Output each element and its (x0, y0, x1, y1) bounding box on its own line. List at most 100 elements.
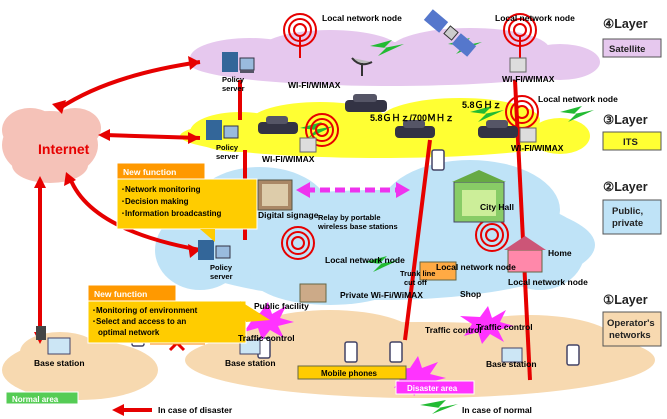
disaster-area-label: Disaster area (407, 384, 458, 393)
legend-normal-label: In case of normal (462, 405, 532, 415)
relay-l2: wireless base stations (317, 222, 398, 231)
policy-server-4-l2: server (222, 84, 245, 93)
wifi-label-its-left: WI-FI/WIMAX (262, 154, 315, 164)
internet-cloud (2, 108, 101, 183)
digital-signage-label: Digital signage (258, 210, 319, 220)
legend-disaster-label: In case of disaster (158, 405, 233, 415)
arrow-internet-its (104, 133, 201, 140)
local-node-label-2: Local network node (495, 13, 575, 23)
freq-label-1: 5.8ＧＨｚ (462, 100, 502, 110)
city-hall-label: City Hall (480, 202, 514, 212)
callout-1-item-2: ･Decision making (121, 197, 189, 206)
layer-3-number: ③Layer (603, 113, 648, 127)
base-station-label-2: Base station (225, 358, 276, 368)
dish-icon (351, 57, 373, 76)
wifi-label-satellite-right: WI-FI/WIMAX (502, 74, 555, 84)
normal-area-bar (5, 391, 79, 405)
traffic-control-label-1: Traffic control (238, 333, 295, 343)
legend-normal-bolt (420, 400, 458, 414)
policy-server-icon-4 (222, 52, 255, 73)
traffic-control-label-2: Traffic control (425, 325, 482, 335)
server-icons (198, 52, 537, 260)
mobile-phones-bar (297, 365, 407, 380)
legend-disaster-head (112, 404, 124, 416)
wifi-label-satellite: WI-FI/WIMAX (288, 80, 341, 90)
car-icons (258, 94, 518, 138)
callout-box-2 (87, 300, 247, 344)
layer-4-name: Satellite (609, 44, 645, 55)
callout-2-item-1: ･Monitoring of environment (92, 306, 198, 315)
callout-2-item-2: ･Select and access to an (92, 317, 186, 326)
base-station-label-1: Base station (34, 358, 85, 368)
normal-area-label: Normal area (12, 395, 59, 404)
traffic-control-label-3: Traffic control (476, 322, 533, 332)
mobile-phones-label: Mobile phones (321, 369, 378, 378)
car-icon-3 (395, 120, 435, 138)
policy-server-icon-2 (198, 240, 231, 260)
car-icon-4 (478, 120, 518, 138)
policy-server-3-l2: server (216, 152, 239, 161)
home-label: Home (548, 248, 572, 258)
layer-2-name: Public,private (612, 206, 643, 229)
policy-server-2-l1: Policy (210, 263, 233, 272)
trunk-l1: Trunk line (400, 269, 435, 278)
arrow-internet-satellite (58, 60, 201, 110)
trunk-l2: cut off (404, 278, 427, 287)
operator-label-box (602, 311, 662, 347)
arrow-mid-vertical (403, 139, 432, 341)
private-wifi-label: Private Wi-Fi/WiMAX (340, 290, 423, 300)
relay-arrow (296, 182, 410, 198)
base-station-label-3: Base station (486, 359, 537, 369)
disaster-area-bar (395, 380, 475, 395)
callout-1-title: New function (123, 167, 176, 177)
layer-1-name-l1: Operator's (607, 318, 655, 329)
freq-label-2: 5.8ＧＨｚ/700ＭＨｚ (370, 113, 454, 123)
policy-server-2-l2: server (210, 272, 233, 281)
wifi-label-its-right: WI-FI/WIMAX (511, 143, 564, 153)
callout-box-1 (116, 178, 258, 230)
layer-2-name-l1: Public, (612, 206, 643, 217)
relay-l1: Relay by portable (318, 213, 381, 222)
callout-1-item-3: ･Information broadcasting (121, 209, 222, 218)
arrow-internet-public (68, 177, 201, 252)
callout-2-title: New function (94, 289, 147, 299)
car-icon-1 (258, 116, 298, 134)
layer-2-name-l2: private (612, 218, 643, 229)
antenna-icon-its-left (305, 113, 339, 147)
local-node-label-4: Local network node (325, 255, 405, 265)
local-node-label-5: Local network node (436, 262, 516, 272)
local-node-label-1: Local network node (322, 13, 402, 23)
layer-1-number: ①Layer (603, 293, 648, 307)
internet-label: Internet (38, 141, 90, 157)
layer-label-boxes (602, 38, 662, 347)
satellite-icon (423, 9, 477, 57)
car-icon-2 (345, 94, 387, 112)
building-icons (257, 170, 546, 303)
layer-1-name-l2: networks (609, 330, 651, 341)
layer-4-number: ④Layer (603, 17, 648, 31)
antenna-icon-satellite-right (503, 13, 537, 58)
wifi-box-icon-its-right (519, 127, 537, 143)
callout-shapes (87, 162, 270, 344)
satellite-label-box (602, 38, 662, 58)
policy-server-3-l1: Policy (216, 143, 239, 152)
public-facility-label: Public facility (254, 301, 309, 311)
antenna-icon-satellite-left (283, 13, 317, 58)
shop-label: Shop (460, 289, 481, 299)
layer-2-number: ②Layer (603, 180, 648, 194)
local-node-label-3: Local network node (538, 94, 618, 104)
layer-3-name: ITS (623, 137, 638, 148)
callout-1-item-1: ･Network monitoring (121, 185, 201, 194)
policy-server-icon-3 (206, 120, 239, 140)
antenna-icon-public-left (281, 226, 315, 260)
local-node-label-6: Local network node (508, 277, 588, 287)
wifi-box-icon-satellite (509, 57, 527, 73)
